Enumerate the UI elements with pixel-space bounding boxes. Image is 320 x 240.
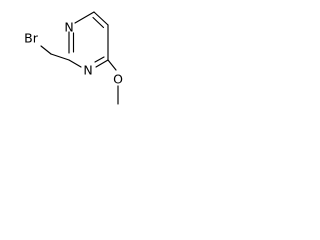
bond-c5-c6-double xyxy=(92,16,105,29)
methoxy-group xyxy=(107,59,119,105)
bond-c6-n1 xyxy=(74,11,95,24)
atom-labels: Br N N O xyxy=(24,20,123,87)
bond-c4-o xyxy=(107,59,117,71)
pyrimidine-ring xyxy=(68,11,109,68)
bond-c5-c6 xyxy=(93,11,109,26)
atom-label-oxygen: O xyxy=(113,72,123,87)
bond-c2-ch2 xyxy=(50,53,70,61)
atom-label-nitrogen-bottom: N xyxy=(83,63,92,78)
bond-n3-c4 xyxy=(95,59,109,68)
atom-label-nitrogen-top: N xyxy=(64,20,73,35)
bond-n3-c4-double xyxy=(94,56,105,63)
bond-c2-n3 xyxy=(68,59,82,68)
atom-label-bromine: Br xyxy=(24,31,39,46)
bond-ch2-br xyxy=(40,45,52,55)
molecule-structure-diagram: Br N N O xyxy=(24,11,123,105)
bromomethyl-group xyxy=(40,45,70,61)
